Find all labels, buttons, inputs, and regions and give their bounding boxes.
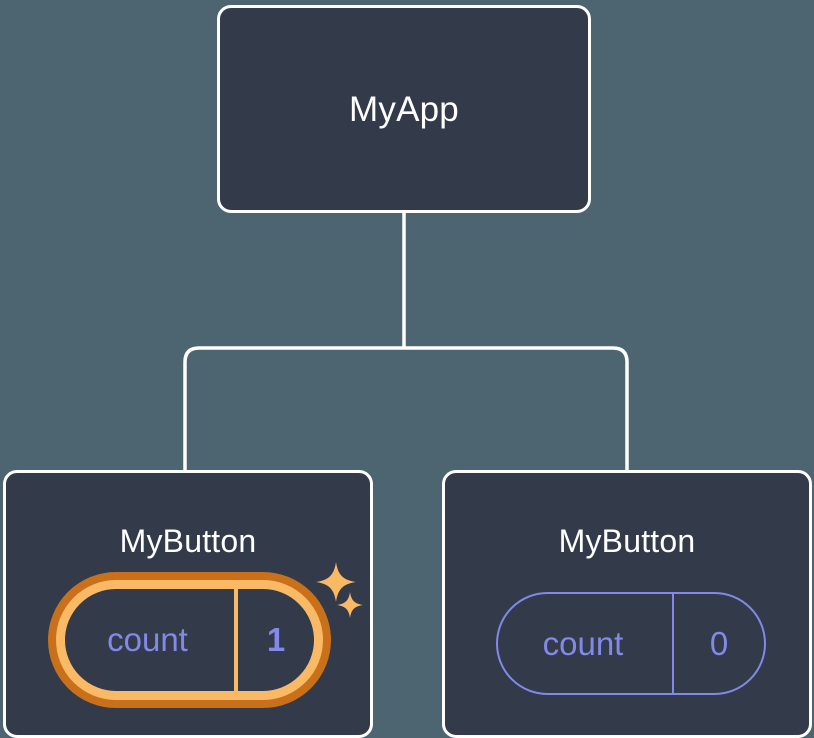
state-key-left: count <box>107 621 188 658</box>
state-pill-right[interactable]: count 0 <box>496 592 766 695</box>
edge-branch-left <box>183 346 404 470</box>
node-mybutton-right-label: MyButton <box>558 523 696 559</box>
node-myapp[interactable]: MyApp <box>217 5 591 213</box>
node-mybutton-left-label: MyButton <box>119 523 257 559</box>
state-value-left: 1 <box>234 589 314 691</box>
node-mybutton-right[interactable]: MyButton count 0 <box>442 470 812 738</box>
node-mybutton-left[interactable]: MyButton count 1 <box>3 470 373 738</box>
state-key-right: count <box>542 624 624 662</box>
edge-branch-right <box>404 346 629 470</box>
node-myapp-label: MyApp <box>349 90 459 129</box>
state-pill-left-inner: count 1 <box>56 580 323 700</box>
state-pill-left-highlighted[interactable]: count 1 <box>48 572 331 708</box>
state-value-right: 0 <box>672 594 764 693</box>
